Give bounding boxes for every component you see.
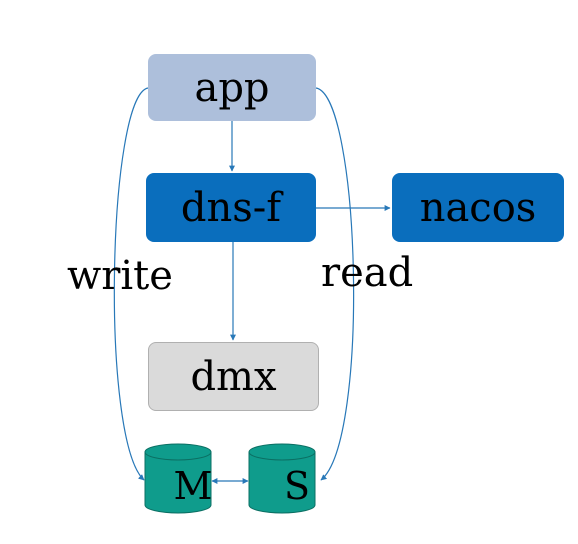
app-node-label: app xyxy=(194,64,270,111)
database-slave-top xyxy=(248,443,316,461)
database-master-label: M xyxy=(173,464,213,508)
nacos-node: nacos xyxy=(392,173,564,242)
database-slave-body xyxy=(248,451,316,514)
dmx-node-label: dmx xyxy=(190,353,277,400)
dns-f-node-label: dns-f xyxy=(180,184,282,231)
read-edge-label: read xyxy=(321,250,414,296)
edge-write-app-to-master xyxy=(113,87,149,481)
database-master xyxy=(144,443,212,514)
app-node: app xyxy=(148,54,316,121)
write-edge-label: write xyxy=(67,253,173,299)
dmx-node: dmx xyxy=(148,342,319,411)
database-slave-label: S xyxy=(283,464,311,508)
database-master-body xyxy=(144,451,212,514)
database-master-top xyxy=(144,443,212,461)
dns-f-node: dns-f xyxy=(146,173,316,242)
edge-read-app-to-slave xyxy=(315,87,355,481)
database-slave xyxy=(248,443,316,514)
nacos-node-label: nacos xyxy=(419,184,537,231)
